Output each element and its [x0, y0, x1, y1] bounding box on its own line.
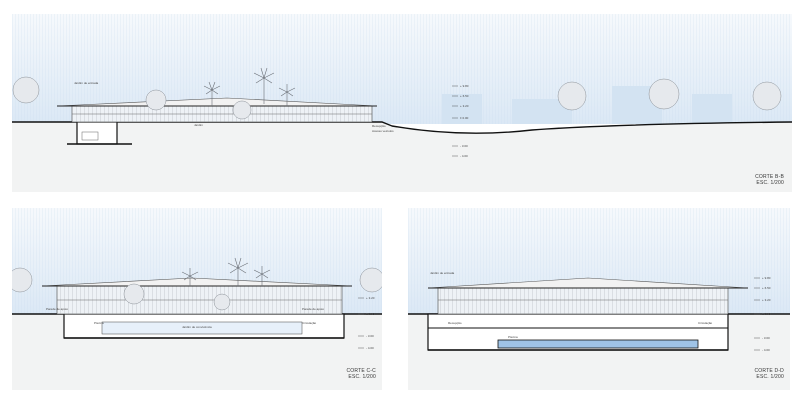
annotations-d: Jardim de entrada Piscina Recepção Circu… [430, 271, 713, 339]
level-c-3: - 4.00 [366, 346, 374, 350]
level-labels-c: + 3.20 ± 0.00 - 3.00 - 4.00 [366, 296, 375, 350]
annotations-c: Parede de apoio Parede de apoio Piscina … [46, 307, 324, 329]
section-b-b-drawing: + 9.80 + 6.50 + 3.20 ± 0.00 - 3.00 - 4.0… [12, 14, 792, 192]
level-d-5: - 4.00 [762, 348, 770, 352]
level-d-2: + 3.20 [762, 298, 771, 302]
annotation-d-2: Recepção [448, 321, 462, 325]
annotation-b-0: Jardim de entrada [74, 81, 99, 85]
section-c-c-title: CORTE C-C ESC. 1/200 [347, 368, 377, 380]
annotation-c-4: Circulação [302, 321, 317, 325]
level-c-1: ± 0.00 [366, 312, 375, 316]
round-trees [12, 76, 782, 120]
annotation-c-0: Parede de apoio [46, 307, 68, 311]
level-d-4: - 3.00 [762, 336, 770, 340]
building-d [427, 277, 749, 315]
section-b-b-title: CORTE B-B ESC. 1/200 [755, 174, 784, 186]
section-c-c-scale: ESC. 1/200 [348, 374, 376, 380]
building-b [56, 97, 378, 123]
level-b-1: + 6.50 [460, 94, 469, 98]
level-labels-d: + 9.80 + 6.50 + 3.20 ± 0.00 - 3.00 - 4.0… [762, 276, 771, 352]
round-trees-c [12, 267, 382, 311]
palm-trees [203, 67, 296, 106]
level-c-2: - 3.00 [366, 334, 374, 338]
annotation-c-1: Parede de apoio [302, 307, 324, 311]
section-c-c-panel: + 3.20 ± 0.00 - 3.00 - 4.00 Parede de ap… [12, 208, 382, 390]
ground-line [12, 121, 792, 134]
annotation-c-2: Piscina [94, 321, 104, 325]
level-b-3: ± 0.00 [460, 116, 469, 120]
level-labels-b: + 9.80 + 6.50 + 3.20 ± 0.00 - 3.00 - 4.0… [460, 84, 469, 158]
level-c-0: + 3.20 [366, 296, 375, 300]
annotation-d-1: Piscina [508, 335, 518, 339]
annotation-c-3: Jardim de convivência [182, 325, 212, 329]
level-b-5: - 4.00 [460, 154, 468, 158]
level-b-2: + 3.20 [460, 104, 469, 108]
pool-d [497, 339, 699, 349]
annotation-b-3: Acesso veículos [372, 129, 394, 133]
level-d-3: ± 0.00 [762, 312, 771, 316]
level-b-0: + 9.80 [460, 84, 469, 88]
section-b-b-panel: + 9.80 + 6.50 + 3.20 ± 0.00 - 3.00 - 4.0… [12, 14, 792, 192]
ground-mass [12, 122, 792, 192]
basement-block [76, 121, 118, 145]
section-d-d-title: CORTE D-D ESC. 1/200 [755, 368, 785, 380]
section-d-d-panel: + 9.80 + 6.50 + 3.20 ± 0.00 - 3.00 - 4.0… [408, 208, 790, 390]
section-b-b-name: CORTE B-B [755, 174, 784, 180]
section-b-b-scale: ESC. 1/200 [756, 180, 784, 186]
section-d-d-scale: ESC. 1/200 [756, 374, 784, 380]
level-markers-b [452, 85, 458, 157]
level-b-4: - 3.00 [460, 144, 468, 148]
section-d-d-name: CORTE D-D [754, 368, 784, 374]
section-c-c-name: CORTE C-C [346, 368, 376, 374]
level-d-1: + 6.50 [762, 286, 771, 290]
annotations-b: Jardim de entrada Jardim Recepção Acesso… [74, 81, 394, 133]
section-c-c-drawing: + 3.20 ± 0.00 - 3.00 - 4.00 Parede de ap… [12, 208, 382, 390]
palm-trees-c [181, 257, 271, 286]
level-markers-d [754, 277, 760, 351]
annotation-d-0: Jardim de entrada [430, 271, 455, 275]
section-d-d-drawing: + 9.80 + 6.50 + 3.20 ± 0.00 - 3.00 - 4.0… [408, 208, 790, 390]
annotation-b-2: Recepção [372, 124, 386, 128]
annotation-b-1: Jardim [194, 123, 204, 127]
pool-c [101, 321, 303, 335]
building-c [41, 277, 353, 315]
level-d-0: + 9.80 [762, 276, 771, 280]
level-markers-c [358, 297, 364, 349]
annotation-d-3: Circulação [698, 321, 713, 325]
